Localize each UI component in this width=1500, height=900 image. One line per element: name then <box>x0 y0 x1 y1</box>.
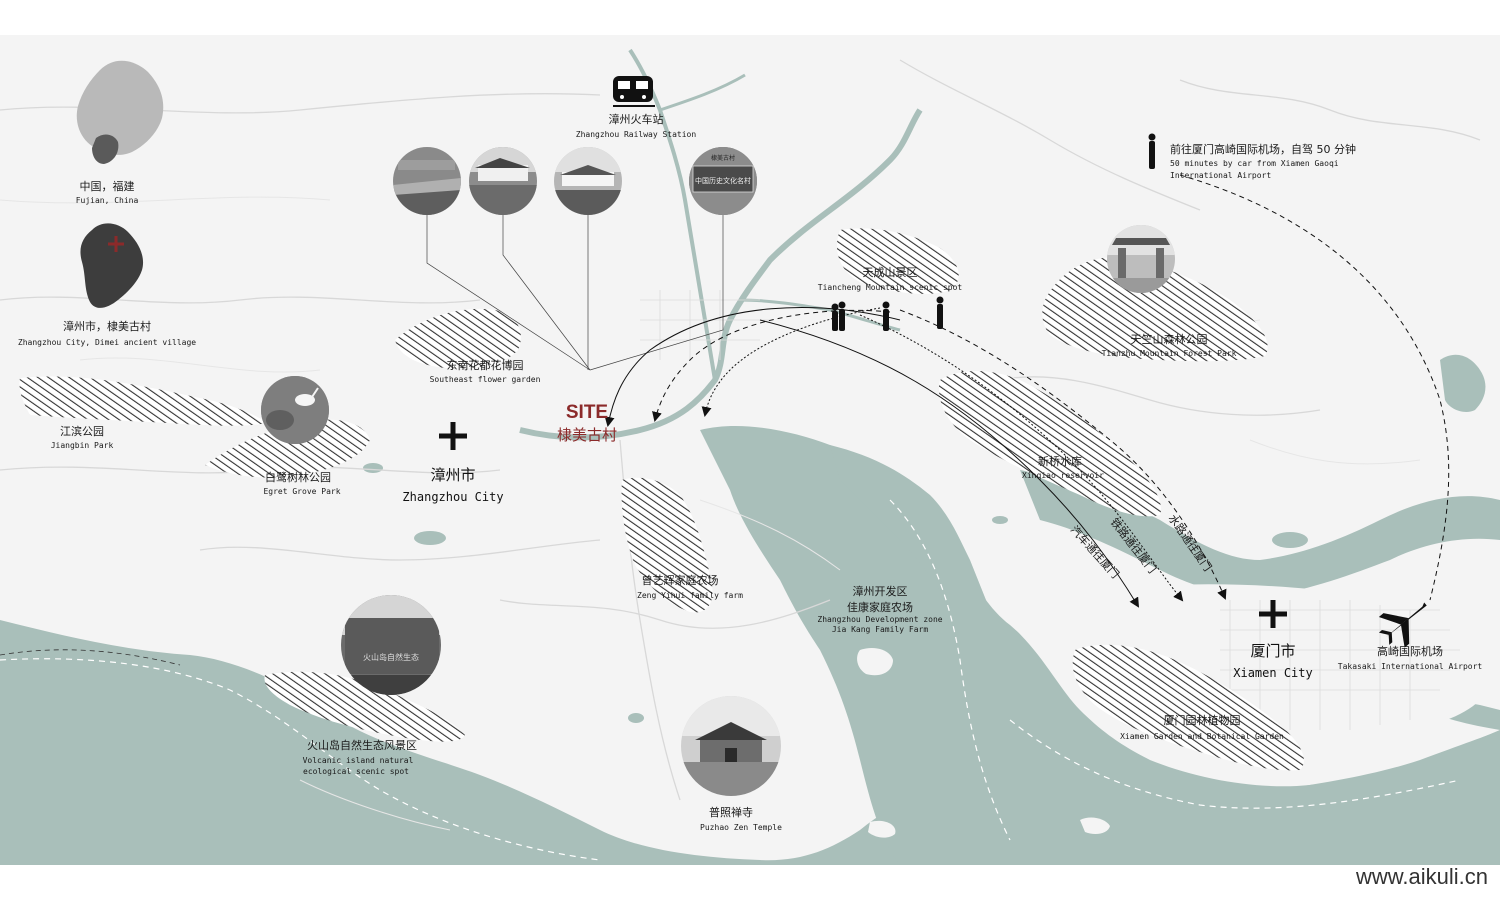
label-airport-note-zh: 前往厦门高崎国际机场，自驾 50 分钟 <box>1170 142 1356 156</box>
label-tianzhu-en: Tianzhu Mountain Forest Park <box>1102 349 1237 358</box>
airplane-icon <box>1378 602 1427 648</box>
photo-village-3 <box>554 147 622 215</box>
label-jiangbin-zh: 江滨公园 <box>60 424 104 438</box>
label-xiamen-garden-zh: 厦门园林植物园 <box>1164 713 1241 727</box>
inset-zhangzhou-en: Zhangzhou City, Dimei ancient village <box>18 338 196 347</box>
label-dev-zh1: 漳州开发区 <box>853 584 908 598</box>
photo-volcanic: 火山岛自然生态 <box>341 595 441 695</box>
route-airport <box>1179 174 1450 601</box>
hatch-volcanic <box>264 671 465 742</box>
inset-fujian-en: Fujian, China <box>76 196 139 205</box>
label-airport-note-en1: 50 minutes by car from Xiamen Gaoqi <box>1170 159 1339 168</box>
hatch-southeast <box>395 308 521 369</box>
label-xiamen-garden-en: Xiamen Garden and Botanical Garden <box>1120 732 1284 741</box>
route-water <box>899 309 1227 600</box>
hatch-jiangbin <box>19 376 269 426</box>
photo-volcanic-text: 火山岛自然生态 <box>363 652 419 662</box>
dashed-border <box>0 649 181 666</box>
city-marker-zhangzhou <box>439 422 467 450</box>
photo-puzhao-temple <box>681 696 781 796</box>
label-tianzhu-zh: 天竺山森林公园 <box>1131 332 1208 346</box>
label-takasaki-en: Takasaki International Airport <box>1338 662 1483 671</box>
label-railway-en: Zhangzhou Railway Station <box>576 130 697 139</box>
label-volcanic-en2: ecological scenic spot <box>303 767 409 776</box>
label-xinqiao-zh: 新桥水库 <box>1038 454 1082 468</box>
label-tiancheng-zh: 天成山景区 <box>863 266 918 279</box>
label-zeng-en: Zeng Yihui family farm <box>637 591 743 600</box>
label-southeast-zh: 东南花都花博园 <box>447 359 524 372</box>
label-volcanic-zh: 火山岛自然生态风景区 <box>307 738 417 752</box>
inset-zhangzhou-zh: 漳州市，棣美古村 <box>63 319 151 333</box>
hatch-egret <box>205 419 370 478</box>
label-egret-en: Egret Grove Park <box>263 487 340 496</box>
label-airport-note-en2: International Airport <box>1170 171 1271 180</box>
hatch-xinqiao <box>938 371 1161 517</box>
route-car <box>759 319 1140 608</box>
person-icon <box>831 303 839 331</box>
city-xiamen-zh: 厦门市 <box>1250 642 1295 660</box>
label-puzhao-en: Puzhao Zen Temple <box>700 823 782 832</box>
hatched-areas <box>19 228 1304 771</box>
person-icon <box>1148 133 1156 169</box>
hatch-tiancheng <box>836 228 959 294</box>
urban-texture <box>640 290 1460 730</box>
route-curve-solid <box>604 307 901 427</box>
person-icon <box>882 301 890 331</box>
label-southeast-en: Southeast flower garden <box>430 375 541 384</box>
label-dev-en1: Zhangzhou Development zone <box>817 615 942 624</box>
label-volcanic-en1: Volcanic island natural <box>303 756 414 765</box>
inset-zhangzhou: 漳州市，棣美古村 Zhangzhou City, Dimei ancient v… <box>18 223 196 347</box>
label-takasaki-zh: 高崎国际机场 <box>1377 644 1443 658</box>
city-marker-xiamen <box>1259 600 1287 628</box>
label-tiancheng-en: Tiancheng Mountain scenic spot <box>818 283 963 292</box>
route-curve-dashed <box>652 309 891 422</box>
train-icon <box>613 76 655 107</box>
hatch-zeng <box>621 477 713 613</box>
people-icons <box>831 133 1156 331</box>
label-dev-zh2: 佳康家庭农场 <box>847 600 913 614</box>
photo-village-2 <box>469 147 537 215</box>
route-rail <box>859 314 1184 602</box>
hatch-tianzhu <box>1042 257 1268 362</box>
site-label-zh: 棣美古村 <box>557 426 617 444</box>
city-zhangzhou-zh: 漳州市 <box>430 466 475 484</box>
hatch-xiamen-garden <box>1072 644 1304 771</box>
inset-fujian: 中国，福建 Fujian, China <box>76 60 164 205</box>
person-icon <box>936 296 944 329</box>
label-puzhao-zh: 普照禅寺 <box>709 805 753 819</box>
photo-egret <box>261 376 329 444</box>
label-jiangbin-en: Jiangbin Park <box>51 441 114 450</box>
photo-sign-text: 中国历史文化名村 <box>695 176 751 185</box>
person-icon <box>838 301 846 331</box>
inset-fujian-zh: 中国，福建 <box>80 179 135 193</box>
label-dev-en2: Jia Kang Family Farm <box>832 625 929 634</box>
route-lines <box>604 174 1450 608</box>
site-label: SITE <box>566 402 608 423</box>
city-xiamen-en: Xiamen City <box>1233 666 1312 680</box>
label-xinqiao-en: Xinqiao reservoir <box>1022 471 1104 480</box>
sea-lanes <box>0 499 1461 861</box>
label-egret-zh: 白鹭树林公园 <box>265 470 331 484</box>
watermark: www.aikuli.cn <box>1355 864 1488 889</box>
city-zhangzhou-en: Zhangzhou City <box>402 490 503 504</box>
label-railway-zh: 漳州火车站 <box>609 112 664 126</box>
photo-leader-lines <box>426 215 724 371</box>
photo-sign-top: 棣美古村 <box>711 154 735 162</box>
photo-village-sign: 中国历史文化名村 棣美古村 <box>689 147 757 215</box>
label-zeng-zh: 曾艺辉家庭农场 <box>642 573 719 587</box>
